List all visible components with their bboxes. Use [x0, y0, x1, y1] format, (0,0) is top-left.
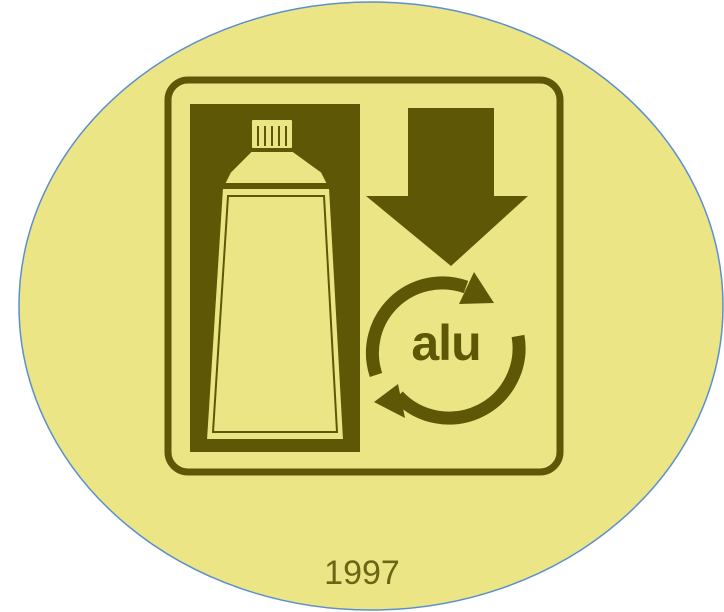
badge-oval [18, 1, 724, 611]
recycle-arrows-icon [365, 276, 526, 425]
down-arrow-icon [366, 108, 528, 266]
alu-text: alu [411, 315, 481, 371]
year-label: 1997 [324, 554, 400, 592]
symbol-frame [164, 76, 564, 476]
recycle-arrowheads [374, 272, 494, 418]
tube-icon [190, 104, 360, 452]
alu-symbol-label: alu [376, 303, 516, 383]
